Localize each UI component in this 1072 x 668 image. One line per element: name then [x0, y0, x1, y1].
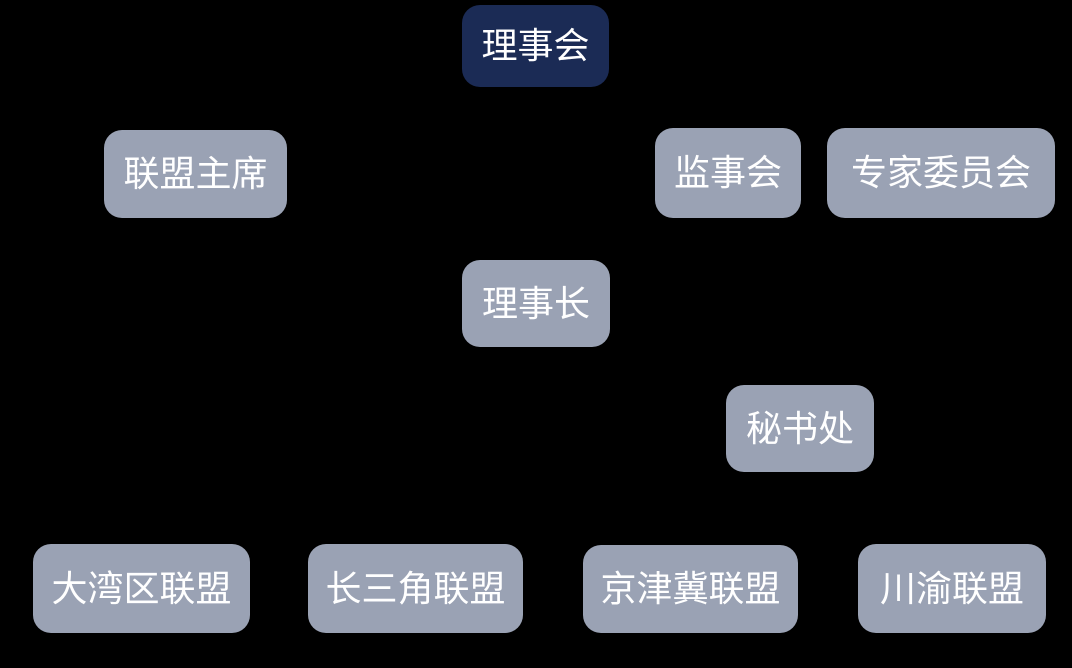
org-node-president: 理事长 [462, 260, 610, 347]
org-node-supervisory-board: 监事会 [655, 128, 801, 218]
org-node-sichuan-chongqing-alliance: 川渝联盟 [858, 544, 1046, 633]
org-node-beijing-tianjin-hebei-alliance: 京津冀联盟 [583, 545, 798, 633]
org-node-greater-bay-area-alliance: 大湾区联盟 [33, 544, 250, 633]
org-node-alliance-chairman: 联盟主席 [104, 130, 287, 218]
org-node-council: 理事会 [462, 5, 609, 87]
org-node-expert-committee: 专家委员会 [827, 128, 1055, 218]
org-node-yangtze-river-delta-alliance: 长三角联盟 [308, 544, 523, 633]
org-node-secretariat: 秘书处 [726, 385, 874, 472]
